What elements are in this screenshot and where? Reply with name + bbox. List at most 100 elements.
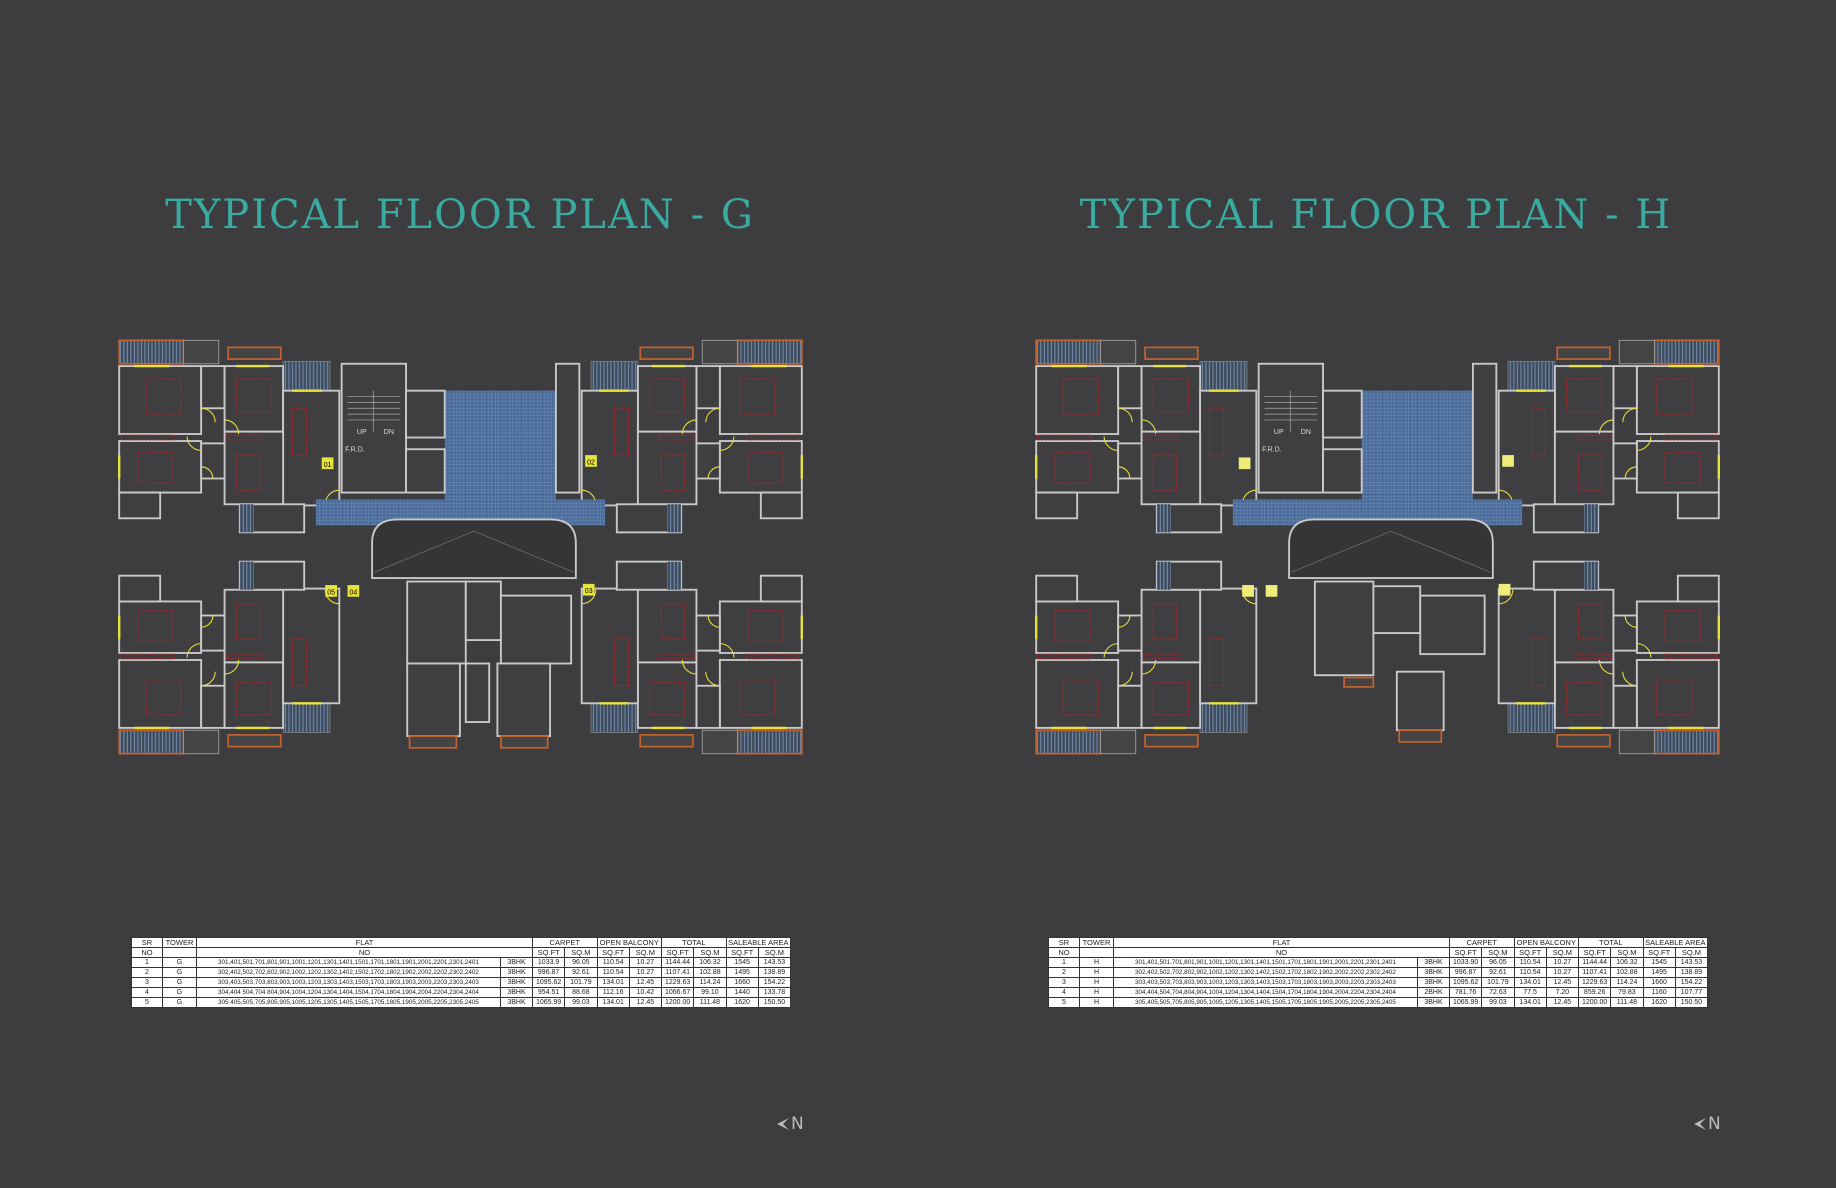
cell-saleable-sqft: 1545 [1642,957,1676,968]
cell-type: 3BHK [500,977,533,988]
cell-sr: 2 [1048,967,1080,978]
cell-carpet-sqft: 1033.90 [1448,957,1483,968]
cell-type: 3BHK [1417,997,1450,1008]
cell-balcony-sqm: 10.27 [1545,967,1580,978]
cell-tower: G [162,957,197,968]
cell-saleable-sqft: 1160 [1642,987,1676,998]
cell-sr: 5 [1048,997,1080,1008]
cell-balcony-sqft: 110.54 [596,957,630,968]
cell-sr: 3 [1048,977,1080,988]
header-total: TOTAL [661,937,727,948]
unit-badge: 05 [327,589,335,596]
north-arrow-icon [777,1118,789,1130]
cell-saleable-sqm: 138.89 [1674,967,1709,978]
plan-title-g: TYPICAL FLOOR PLAN - G [165,192,755,238]
header-total: TOTAL [1578,937,1644,948]
cell-carpet-sqm: 88.68 [564,987,598,998]
header-sqft: SQ.FT [596,947,630,958]
cell-type: 3BHK [1417,967,1450,978]
floor-plan-g-drawing: UP DN F.R.D. 01 02 03 04 05 [118,339,803,755]
cell-balcony-sqft: 134.01 [1513,997,1547,1008]
cell-flats: 301,401,501,701,801,901,1001,1201,1301,1… [196,957,501,968]
cell-total-sqft: 1066.67 [661,987,695,998]
cell-total-sqm: 102.88 [1610,967,1644,978]
cell-carpet-sqm: 101.79 [564,977,598,988]
cell-total-sqft: 1200.00 [661,997,695,1008]
cell-saleable-sqft: 1545 [725,957,759,968]
cell-tower: G [162,977,197,988]
cell-carpet-sqft: 996.87 [1448,967,1483,978]
cell-saleable-sqm: 150.50 [757,997,792,1008]
cell-carpet-sqm: 99.03 [564,997,598,1008]
cell-sr: 5 [131,997,163,1008]
cell-balcony-sqft: 77.5 [1513,987,1547,998]
cell-sr: 4 [131,987,163,998]
header-flat: FLAT [1113,937,1450,948]
cell-balcony-sqm: 10.27 [1545,957,1580,968]
header-sqm: SQ.M [564,947,598,958]
cell-total-sqm: 106.32 [693,957,727,968]
cell-flats: 301,401,501,701,801,901,1001,1201,1301,1… [1113,957,1418,968]
cell-type: 3BHK [500,997,533,1008]
cell-sr: 2 [131,967,163,978]
cell-balcony-sqft: 112.16 [596,987,630,998]
header-sqft: SQ.FT [531,947,566,958]
cell-total-sqft: 1107.41 [661,967,695,978]
cell-saleable-sqm: 154.22 [757,977,792,988]
cell-sr: 4 [1048,987,1080,998]
unit-badge [1242,585,1254,597]
unit-badge [1265,585,1278,597]
stair-up-label: UP [1274,429,1284,436]
plan-title-h: TYPICAL FLOOR PLAN - H [1079,192,1673,238]
cell-balcony-sqm: 12.45 [628,977,663,988]
cell-carpet-sqm: 96.05 [1481,957,1515,968]
header-sqm: SQ.M [1610,947,1644,958]
floor-plan-h-drawing: UP DN F.R.D. [1035,339,1720,755]
unit-badge [1498,583,1511,596]
cell-total-sqm: 111.48 [1610,997,1644,1008]
cell-balcony-sqm: 12.45 [628,997,663,1008]
cell-balcony-sqm: 10.42 [628,987,663,998]
cell-tower: H [1079,987,1114,998]
cell-flats: 302,402,502,702,802,902,1002,1202,1302,1… [1113,967,1418,978]
north-label: N [1708,1114,1721,1134]
cell-tower: H [1079,977,1114,988]
cell-flats: 304,404,504,704,804,904,1004,1204,1304,1… [1113,987,1418,998]
cell-flats: 304,404 504,704 804,904,1004,1204,1304,1… [196,987,501,998]
cell-saleable-sqm: 138.89 [757,967,792,978]
header-carpet: CARPET [532,937,598,948]
cell-total-sqft: 1229.63 [661,977,695,988]
cell-saleable-sqft: 1495 [1642,967,1676,978]
unit-badge: 04 [349,589,357,596]
cell-saleable-sqm: 150.50 [1674,997,1709,1008]
cell-balcony-sqm: 12.45 [1545,997,1580,1008]
cell-balcony-sqft: 110.54 [1513,957,1547,968]
cell-balcony-sqft: 110.54 [596,967,630,978]
header-sqft: SQ.FT [725,947,759,958]
north-arrow-icon [1694,1118,1706,1130]
cell-total-sqft: 1144.44 [1578,957,1612,968]
cell-saleable-sqm: 154.22 [1674,977,1709,988]
cell-carpet-sqft: 996.87 [531,967,566,978]
cell-total-sqft: 1144.44 [661,957,695,968]
cell-total-sqft: 1200.00 [1578,997,1612,1008]
stair-up-label: UP [357,429,367,436]
cell-carpet-sqm: 99.03 [1481,997,1515,1008]
header-tower: TOWER [1079,937,1114,948]
cell-flats: 302,402,502,702,802,902,1002,1202,1302,1… [196,967,501,978]
unit-badge: 03 [585,588,593,595]
cell-balcony-sqft: 134.01 [596,997,630,1008]
cell-type: 3BHK [1417,957,1450,968]
cell-carpet-sqft: 1065.99 [531,997,566,1008]
cell-carpet-sqm: 101.79 [1481,977,1515,988]
cell-saleable-sqm: 107.77 [1674,987,1709,998]
